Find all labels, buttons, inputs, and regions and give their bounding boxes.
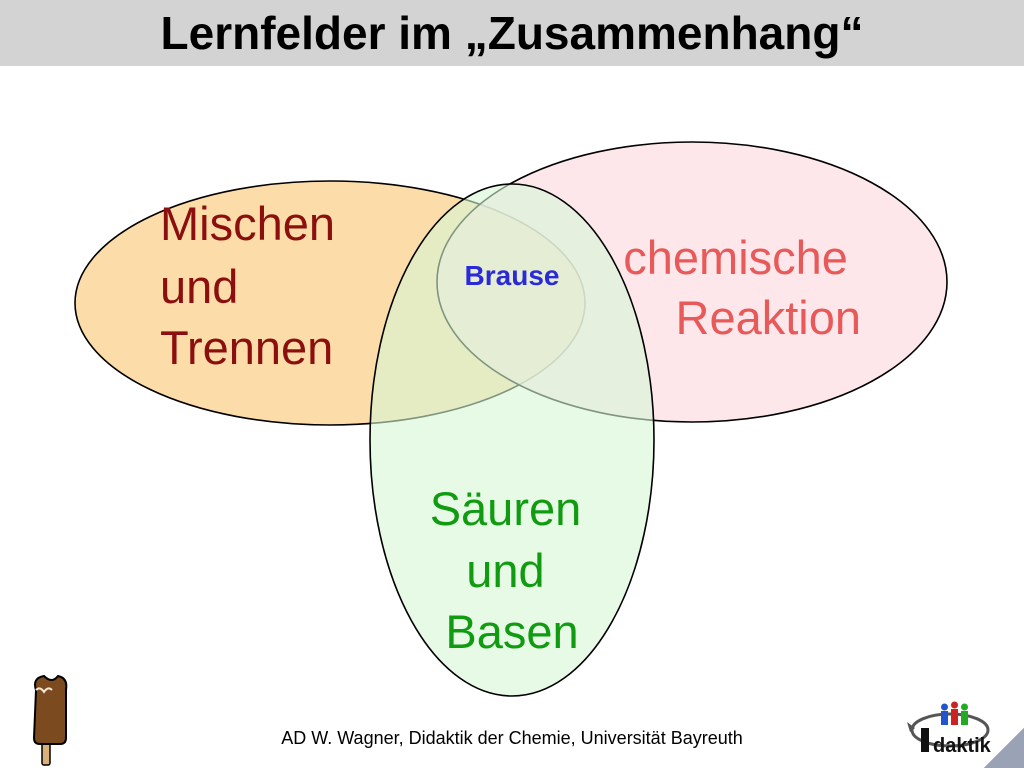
title-bar [0,0,1024,66]
corner-decoration [984,728,1024,768]
set-label-reaktion: chemische Reaktion [623,231,861,344]
ice-cream-icon [32,674,68,766]
set-ellipse-saeuren [369,183,655,697]
slide-title: Lernfelder im „Zusammenhang“ [160,7,864,59]
svg-text:daktik: daktik [933,735,992,757]
set-label-saeuren: Säuren und Basen [430,482,595,658]
set-label-mischen: Mischen und Trennen [160,197,348,374]
intersection-label: Brause [465,260,560,291]
footer-credit: AD W. Wagner, Didaktik der Chemie, Unive… [281,728,743,748]
didaktik-logo-icon: daktik [907,701,992,757]
